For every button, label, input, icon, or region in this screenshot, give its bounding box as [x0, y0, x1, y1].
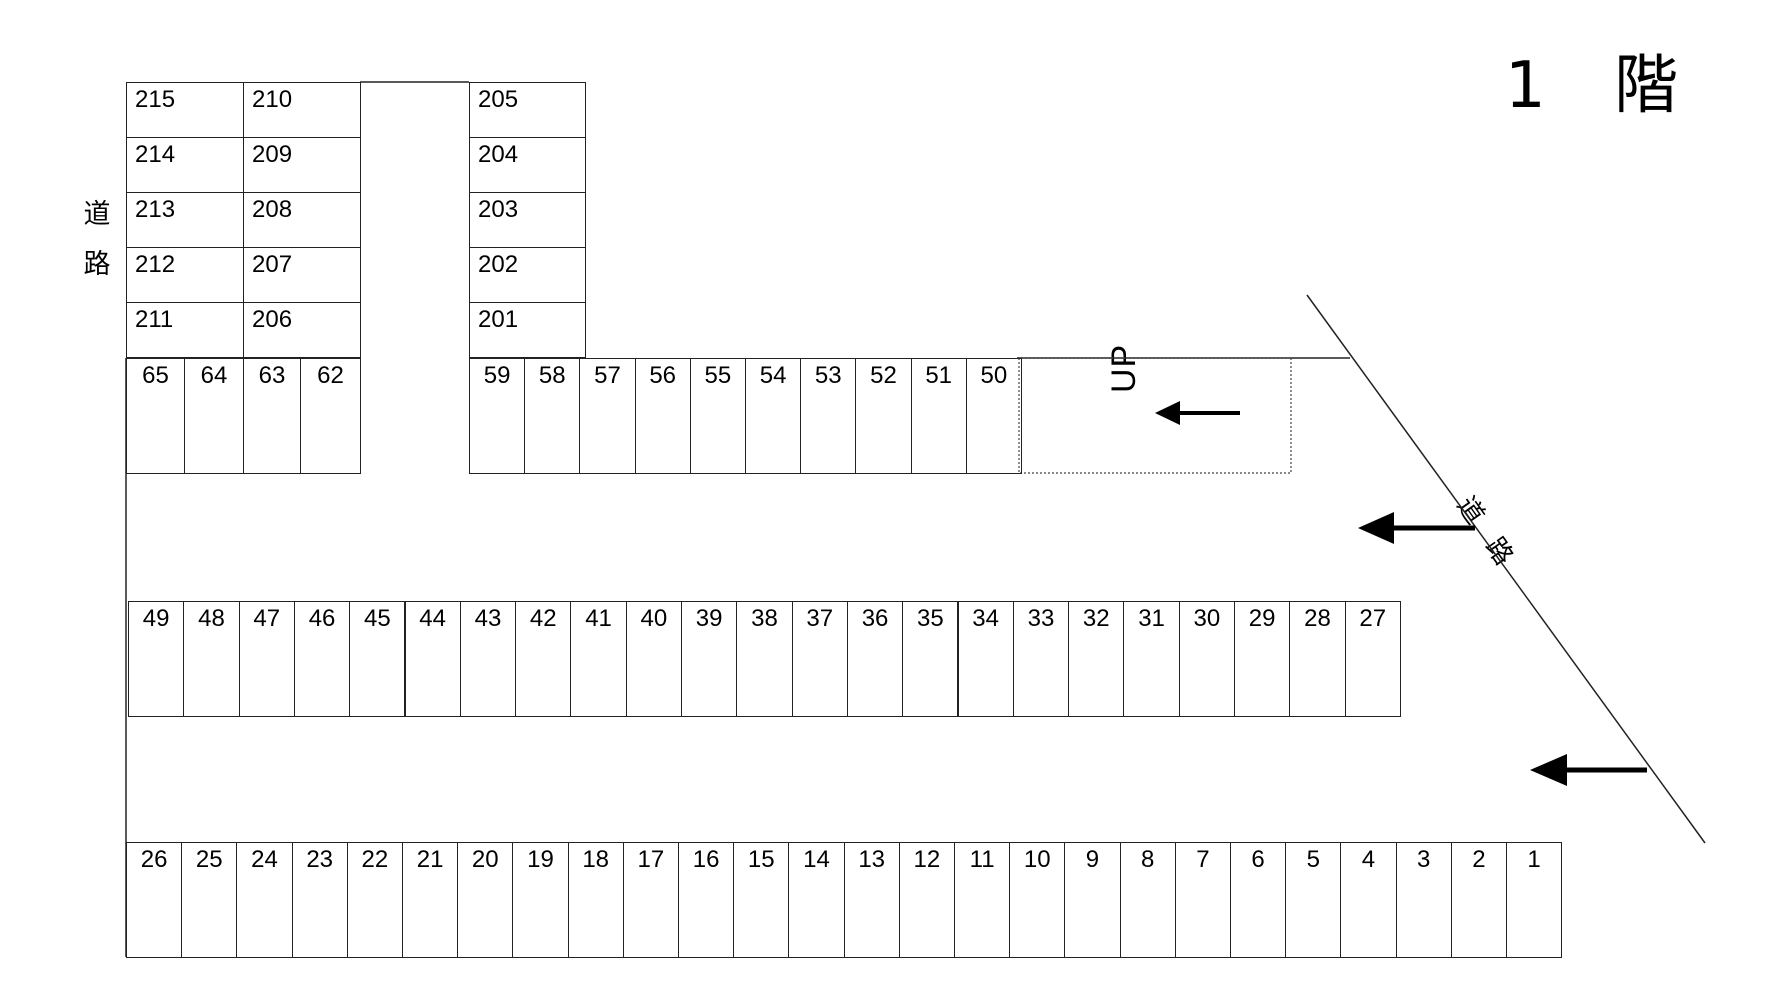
parking-space-45: 45 [349, 601, 406, 717]
parking-space-210: 210 [243, 82, 361, 138]
parking-space-64: 64 [184, 358, 244, 474]
parking-space-58: 58 [524, 358, 581, 474]
parking-space-29: 29 [1234, 601, 1291, 717]
parking-space-28: 28 [1289, 601, 1346, 717]
parking-space-42: 42 [515, 601, 572, 717]
parking-space-206: 206 [243, 302, 361, 358]
parking-space-8: 8 [1119, 842, 1176, 958]
parking-space-14: 14 [788, 842, 845, 958]
parking-space-21: 21 [402, 842, 459, 958]
parking-space-27: 27 [1344, 601, 1401, 717]
parking-space-47: 47 [238, 601, 295, 717]
parking-space-46: 46 [293, 601, 351, 717]
parking-space-31: 31 [1123, 601, 1180, 717]
parking-space-26: 26 [126, 842, 183, 958]
parking-space-215: 215 [126, 82, 244, 138]
parking-space-59: 59 [469, 358, 526, 474]
parking-space-207: 207 [243, 247, 361, 303]
parking-space-44: 44 [404, 601, 461, 717]
parking-space-24: 24 [236, 842, 293, 958]
parking-space-36: 36 [846, 601, 904, 717]
parking-space-19: 19 [512, 842, 569, 958]
entry-arrow-lower-head [1530, 754, 1567, 786]
parking-space-33: 33 [1012, 601, 1070, 717]
parking-space-6: 6 [1230, 842, 1287, 958]
parking-space-205: 205 [469, 82, 586, 138]
parking-space-57: 57 [579, 358, 636, 474]
parking-space-23: 23 [291, 842, 348, 958]
parking-space-202: 202 [469, 247, 586, 303]
parking-space-37: 37 [791, 601, 848, 717]
parking-space-34: 34 [957, 601, 1014, 717]
parking-space-65: 65 [126, 358, 185, 474]
parking-space-38: 38 [736, 601, 793, 717]
parking-space-3: 3 [1395, 842, 1452, 958]
parking-space-214: 214 [126, 137, 244, 193]
parking-space-32: 32 [1068, 601, 1125, 717]
parking-space-12: 12 [898, 842, 955, 958]
parking-space-212: 212 [126, 247, 244, 303]
parking-space-43: 43 [459, 601, 517, 717]
parking-space-2: 2 [1450, 842, 1507, 958]
entry-arrow-upper-head [1358, 512, 1394, 544]
parking-space-20: 20 [457, 842, 514, 958]
road-label-left: 道路 [83, 199, 111, 280]
parking-space-5: 5 [1285, 842, 1342, 958]
parking-space-203: 203 [469, 192, 586, 248]
parking-space-16: 16 [678, 842, 735, 958]
parking-space-54: 54 [745, 358, 802, 474]
parking-space-25: 25 [181, 842, 238, 958]
parking-space-9: 9 [1064, 842, 1121, 958]
parking-space-17: 17 [622, 842, 679, 958]
parking-space-201: 201 [469, 302, 586, 358]
parking-space-209: 209 [243, 137, 361, 193]
up-arrow-head [1155, 401, 1180, 425]
parking-space-40: 40 [625, 601, 682, 717]
parking-space-10: 10 [1009, 842, 1066, 958]
parking-space-35: 35 [902, 601, 959, 717]
parking-space-48: 48 [183, 601, 240, 717]
parking-space-213: 213 [126, 192, 244, 248]
parking-space-53: 53 [800, 358, 857, 474]
parking-space-51: 51 [910, 358, 967, 474]
up-ramp-area [1018, 357, 1292, 474]
parking-space-30: 30 [1178, 601, 1235, 717]
parking-space-56: 56 [634, 358, 691, 474]
parking-space-50: 50 [965, 358, 1022, 474]
parking-space-208: 208 [243, 192, 361, 248]
parking-space-62: 62 [300, 358, 361, 474]
parking-space-22: 22 [346, 842, 403, 958]
parking-space-41: 41 [570, 601, 627, 717]
parking-space-18: 18 [567, 842, 624, 958]
parking-space-49: 49 [128, 601, 185, 717]
floor-label: 1 階 [1505, 49, 1703, 123]
parking-space-4: 4 [1340, 842, 1397, 958]
parking-space-15: 15 [733, 842, 790, 958]
parking-space-39: 39 [681, 601, 738, 717]
parking-space-204: 204 [469, 137, 586, 193]
parking-space-1: 1 [1506, 842, 1563, 958]
parking-space-211: 211 [126, 302, 244, 358]
diagonal-road-edge [1306, 294, 1706, 844]
parking-space-55: 55 [689, 358, 746, 474]
parking-space-13: 13 [843, 842, 900, 958]
parking-space-52: 52 [855, 358, 912, 474]
parking-space-63: 63 [243, 358, 301, 474]
parking-space-7: 7 [1174, 842, 1231, 958]
parking-space-11: 11 [954, 842, 1011, 958]
